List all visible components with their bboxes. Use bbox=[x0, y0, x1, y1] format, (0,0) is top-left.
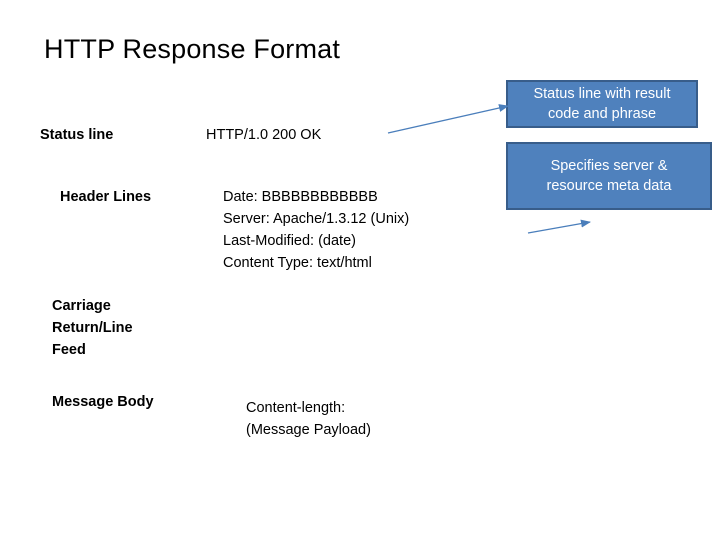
callout-header-lines-text-1: Specifies server & bbox=[550, 158, 668, 174]
callout-status-line-text-1: Status line with result bbox=[533, 86, 671, 102]
header-line-last-modified: Last-Modified: (date) bbox=[223, 233, 356, 249]
crlf-label-line-2: Return/Line bbox=[52, 320, 133, 336]
callout-status-line: Status line with result code and phrase bbox=[506, 80, 698, 128]
message-body-label: Message Body bbox=[52, 394, 154, 410]
header-line-content-type: Content Type: text/html bbox=[223, 255, 372, 271]
callout-header-lines: Specifies server & resource meta data bbox=[506, 142, 712, 210]
crlf-label-line-1: Carriage bbox=[52, 298, 111, 314]
arrow-header-lines bbox=[527, 219, 591, 234]
message-body-content-length: Content-length: bbox=[246, 400, 346, 416]
slide-title: HTTP Response Format bbox=[44, 34, 341, 64]
header-line-date: Date: BBBBBBBBBBBB bbox=[223, 189, 378, 205]
header-line-server: Server: Apache/1.3.12 (Unix) bbox=[223, 211, 410, 227]
message-body-payload: (Message Payload) bbox=[246, 422, 371, 438]
crlf-label-line-3: Feed bbox=[52, 342, 86, 358]
callout-header-lines-text-2: resource meta data bbox=[546, 178, 672, 194]
callout-status-line-text-2: code and phrase bbox=[547, 106, 657, 122]
arrow-status-line bbox=[387, 104, 509, 134]
status-line-value: HTTP/1.0 200 OK bbox=[206, 127, 322, 143]
status-line-label: Status line bbox=[40, 127, 114, 143]
header-lines-label: Header Lines bbox=[60, 189, 152, 205]
